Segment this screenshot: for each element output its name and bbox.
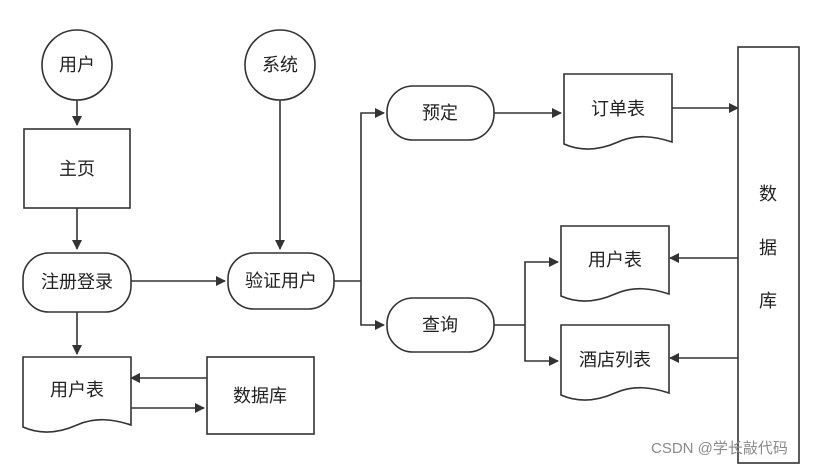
arrow-verify-to-reserve [360, 108, 385, 281]
database-right-node: 数 据 库 [737, 46, 800, 464]
verify-user-node: 验证用户 [227, 252, 335, 310]
user-table-left-node: 用户表 [22, 356, 132, 433]
arrow-query-to-usertable [524, 257, 559, 325]
arrow-verify-to-query [360, 281, 385, 330]
homepage-label: 主页 [59, 159, 95, 180]
homepage-node: 主页 [23, 128, 131, 209]
hotel-list-table-node: 酒店列表 [560, 324, 670, 401]
query-node: 查询 [386, 297, 495, 353]
user-label: 用户 [59, 55, 95, 76]
connectors [72, 100, 739, 413]
hotel-list-table-label: 酒店列表 [579, 350, 651, 371]
arrow-query-to-hotellist [524, 325, 559, 366]
reserve-label: 预定 [422, 103, 458, 124]
database-right-char-3: 库 [759, 291, 777, 312]
user-table-left-label: 用户表 [50, 380, 104, 401]
register-login-node: 注册登录 [22, 252, 132, 313]
user-table-right-label: 用户表 [588, 250, 642, 271]
database-left-node: 数据库 [206, 356, 315, 435]
system-node: 系统 [244, 29, 316, 101]
system-label: 系统 [262, 55, 298, 76]
database-left-label: 数据库 [233, 386, 287, 407]
user-table-right-node: 用户表 [560, 225, 670, 302]
database-right-char-1: 数 [759, 184, 777, 205]
order-table-label: 订单表 [591, 99, 645, 120]
database-right-char-2: 据 [759, 238, 777, 259]
verify-user-label: 验证用户 [245, 271, 317, 292]
register-login-label: 注册登录 [41, 272, 113, 293]
user-node: 用户 [41, 29, 113, 101]
order-table-node: 订单表 [563, 73, 673, 150]
watermark: CSDN @学长敲代码 [651, 440, 788, 457]
reserve-node: 预定 [386, 85, 495, 141]
query-label: 查询 [422, 315, 458, 336]
